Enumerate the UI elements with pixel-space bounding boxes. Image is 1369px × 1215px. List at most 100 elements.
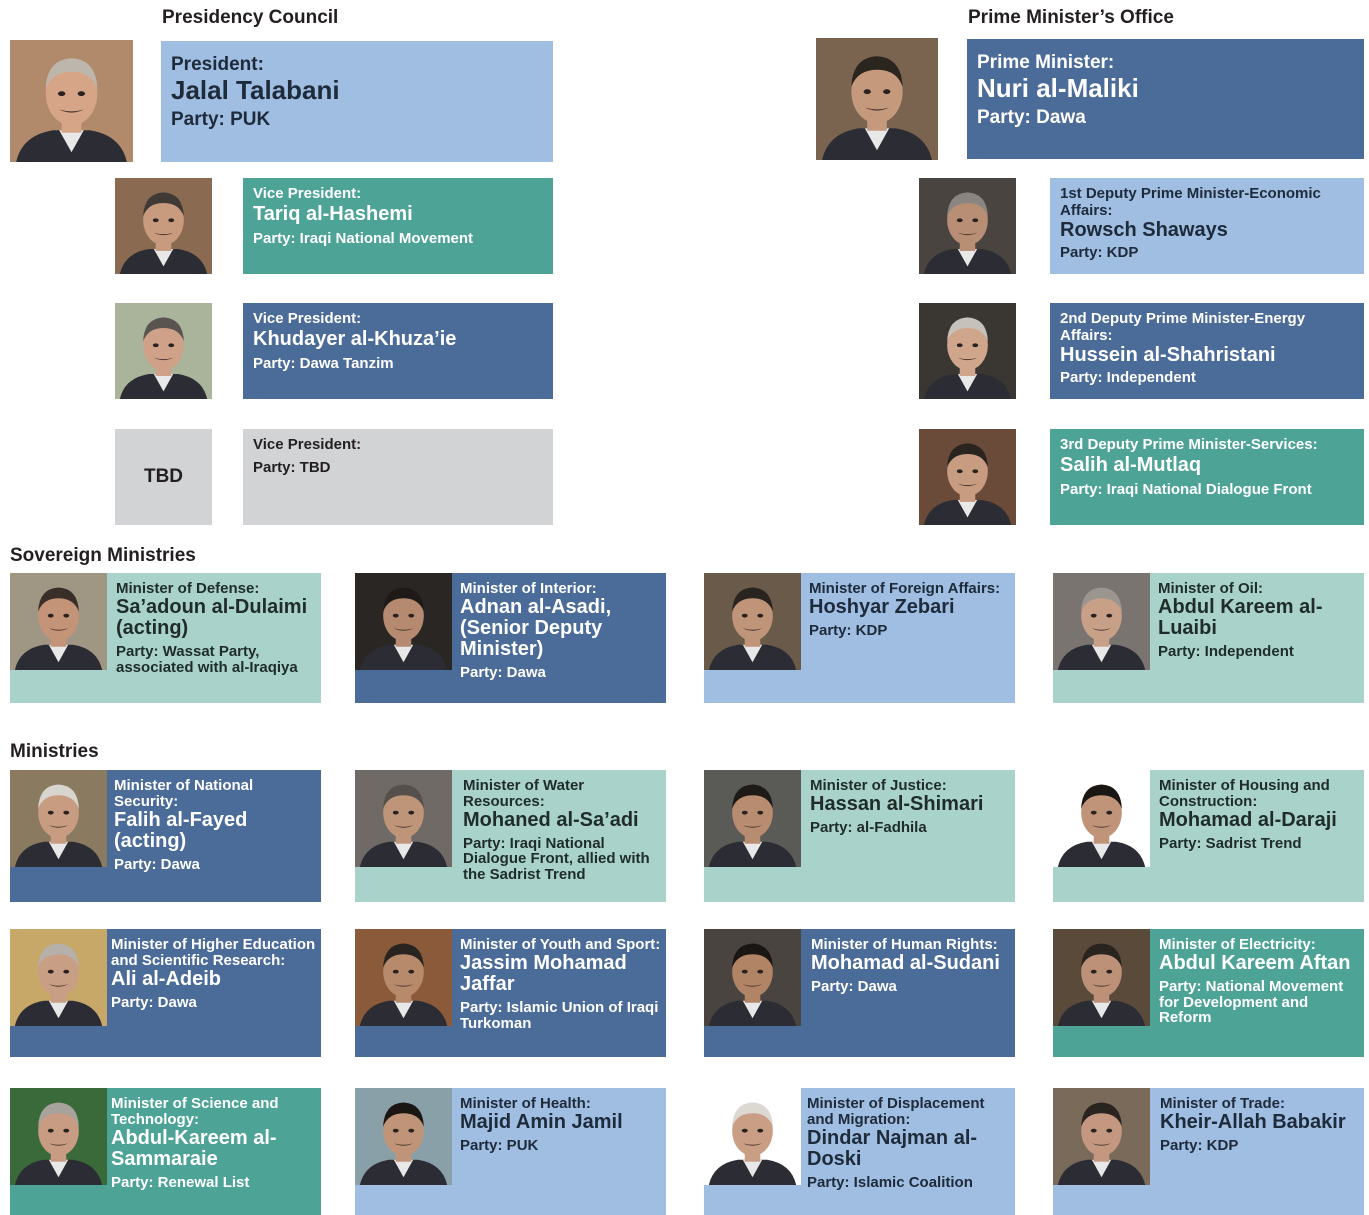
card-party: Party: Dawa [114,855,200,873]
ministry-card-higher-education: Minister of Higher Education and Scienti… [10,929,321,1057]
vp3-role: Vice President: [253,436,362,453]
card-party: Party: Islamic Coalition [807,1173,973,1191]
dpm2-photo [919,303,1016,399]
card-role: Minister of Higher Education and Scienti… [111,936,316,969]
dpm2-name: Hussein al-Shahristani [1060,344,1276,366]
electricity-minister-photo [1053,929,1150,1026]
science-card-text: Minister of Science and Technology: Abdu… [111,1096,317,1190]
dpm1-photo [919,178,1016,274]
dpm3-box: 3rd Deputy Prime Minister-Services: Sali… [1050,429,1364,525]
card-party: Party: Dawa [111,993,197,1011]
dpm1-box: 1st Deputy Prime Minister-Economic Affai… [1050,178,1364,274]
ministry-card-displacement-migration: Minister of Displacement and Migration: … [704,1088,1015,1215]
ministries-heading: Ministries [10,741,99,762]
card-party: Party: Iraqi National Dialogue Front, al… [463,834,650,883]
card-role: Minister of Oil: [1158,580,1263,597]
defense-card-text: Minister of Defense: Sa’adoun al-Dulaimi… [116,581,316,675]
national-security-card-text: Minister of National Security: Falih al-… [114,778,319,872]
ministry-card-youth-sport: Minister of Youth and Sport: Jassim Moha… [355,929,666,1057]
interior-card-text: Minister of Interior: Adnan al-Asadi, (S… [460,581,660,681]
card-name: Jassim Mohamad Jaffar [460,951,627,995]
ministry-card-justice: Minister of Justice: Hassan al-Shimari P… [704,770,1015,902]
vp2-role: Vice President: [253,310,362,327]
dpm2-party: Party: Independent [1060,369,1196,386]
water-card-text: Minister of Water Resources: Mohaned al-… [463,778,663,883]
vp1-party: Party: Iraqi National Movement [253,229,474,247]
electricity-card-text: Minister of Electricity: Abdul Kareem Af… [1159,937,1359,1026]
dpm3-name: Salih al-Mutlaq [1060,453,1202,476]
pm-box: Prime Minister: Nuri al-Maliki Party: Da… [967,39,1364,159]
card-party: Party: KDP [1160,1136,1239,1154]
card-name: Hassan al-Shimari [810,792,984,815]
vp3-box: Vice President: Party: TBD [243,429,553,525]
card-party: Party: Sadrist Trend [1159,834,1302,852]
dpm2-box: 2nd Deputy Prime Minister-Energy Affairs… [1050,303,1364,399]
water-minister-photo [355,770,452,867]
card-name: Ali al-Adeib [111,967,222,990]
card-role: Minister of Displacement and Migration: [807,1095,985,1128]
youth-minister-photo [355,929,452,1026]
card-role: Minister of Health: [460,1095,591,1112]
oil-minister-photo [1053,573,1150,670]
pm-photo [816,38,938,160]
national-security-minister-photo [10,770,107,867]
health-card-text: Minister of Health: Majid Amin Jamil Par… [460,1096,660,1154]
card-name: Majid Amin Jamil [460,1110,623,1133]
card-name: Abdul Kareem Aftan [1159,951,1351,974]
dpm2-role: 2nd Deputy Prime Minister-Energy Affairs… [1060,310,1306,344]
card-party: Party: Islamic Union of Iraqi Turkoman [460,998,659,1032]
pm-name: Nuri al-Maliki [977,72,1139,103]
card-role: Minister of Trade: [1160,1095,1286,1112]
science-minister-photo [10,1088,107,1185]
vp2-photo [115,303,212,399]
card-role: Minister of Science and Technology: [111,1095,279,1128]
card-role: Minister of Youth and Sport: [460,936,661,953]
pm-party: Party: Dawa [977,107,1086,129]
sovereign-card-interior: Minister of Interior: Adnan al-Asadi, (S… [355,573,666,703]
dpm1-name: Rowsch Shaways [1060,219,1228,241]
dpm3-role: 3rd Deputy Prime Minister-Services: [1060,436,1318,453]
president-role: President: [171,54,264,75]
card-name: Dindar Najman al-Doski [807,1126,978,1170]
sovereign-card-foreign-affairs: Minister of Foreign Affairs: Hoshyar Zeb… [704,573,1015,703]
ministry-card-electricity: Minister of Electricity: Abdul Kareem Af… [1053,929,1364,1057]
card-name: Kheir-Allah Babakir [1160,1110,1346,1133]
vp1-name: Tariq al-Hashemi [253,202,413,225]
vp2-box: Vice President: Khudayer al-Khuza’ie Par… [243,303,553,399]
justice-minister-photo [704,770,801,867]
sovereign-card-oil: Minister of Oil: Abdul Kareem al-Luaibi … [1053,573,1364,703]
president-party: Party: PUK [171,109,271,131]
ministry-card-human-rights: Minister of Human Rights: Mohamad al-Sud… [704,929,1015,1057]
card-role: Minister of Justice: [810,777,947,794]
card-party: Party: Renewal List [111,1173,250,1191]
sovereign-ministries-heading: Sovereign Ministries [10,545,196,566]
card-party: Party: Dawa [460,663,546,681]
card-name: Adnan al-Asadi, (Senior Deputy Minister) [460,595,612,660]
dpm3-photo [919,429,1016,525]
card-name: Falih al-Fayed (acting) [114,808,248,852]
vp3-party: Party: TBD [253,458,331,476]
foreign-card-text: Minister of Foreign Affairs: Hoshyar Zeb… [809,581,1009,639]
vp3-photo-placeholder: TBD [115,429,212,525]
human-rights-minister-photo [704,929,801,1026]
health-minister-photo [355,1088,452,1185]
oil-card-text: Minister of Oil: Abdul Kareem al-Luaibi … [1158,581,1358,660]
card-name: Sa’adoun al-Dulaimi (acting) [116,595,308,639]
president-name: Jalal Talabani [171,74,340,105]
card-party: Party: Wassat Party, associated with al-… [116,642,298,676]
card-role: Minister of Water Resources: [463,777,585,810]
card-name: Mohamad al-Daraji [1159,808,1337,831]
vp2-name: Khudayer al-Khuza’ie [253,327,457,350]
displacement-minister-photo [704,1088,801,1185]
vp1-photo [115,178,212,274]
president-photo [10,40,133,162]
trade-minister-photo [1053,1088,1150,1185]
card-role: Minister of Defense: [116,580,260,597]
card-role: Minister of Human Rights: [811,936,998,953]
pm-office-heading: Prime Minister’s Office [968,7,1174,28]
card-party: Party: PUK [460,1136,539,1154]
interior-minister-photo [355,573,452,670]
card-role: Minister of Housing and Construction: [1159,777,1330,810]
displacement-card-text: Minister of Displacement and Migration: … [807,1096,1011,1190]
card-name: Abdul Kareem al-Luaibi [1158,595,1323,639]
